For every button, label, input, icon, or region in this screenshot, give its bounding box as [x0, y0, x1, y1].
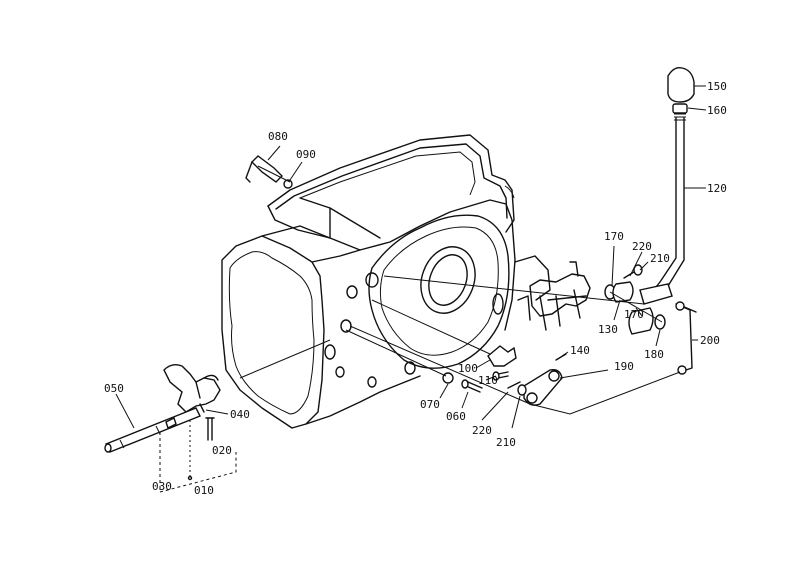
detent-pin-080	[251, 155, 283, 183]
label-090: 090	[296, 148, 316, 161]
label-170-upper: 170	[604, 230, 624, 243]
spring-pin-030	[165, 417, 177, 429]
bushing-170-lower	[628, 307, 654, 335]
label-120: 120	[707, 182, 727, 195]
leader-lines	[115, 85, 707, 429]
washer-070	[442, 372, 454, 384]
label-220-upper: 220	[632, 240, 652, 253]
label-030: 030	[152, 480, 172, 493]
clip-210-lower	[517, 384, 527, 396]
pin-220-lower	[507, 381, 521, 389]
shift-fork-assembly	[104, 363, 237, 493]
label-180: 180	[644, 348, 664, 361]
label-060: 060	[446, 410, 466, 423]
label-050: 050	[104, 382, 124, 395]
label-070: 070	[420, 398, 440, 411]
shift-knob	[667, 66, 695, 103]
label-130: 130	[598, 323, 618, 336]
label-190: 190	[614, 360, 634, 373]
label-040: 040	[230, 408, 250, 421]
shift-fork-010	[163, 363, 221, 413]
shift-lever-assembly	[604, 66, 697, 375]
detent-pin-assembly	[245, 155, 293, 189]
bolt-110	[497, 371, 509, 379]
fork-100	[487, 345, 517, 367]
label-110: 110	[478, 374, 498, 387]
pin-220-upper	[623, 271, 635, 279]
fork-shaft-050	[105, 407, 201, 453]
label-170-lower: 170	[624, 308, 644, 321]
assembly-lines	[239, 165, 681, 415]
transmission-housing	[221, 134, 551, 429]
lock-nut	[672, 103, 688, 114]
bolt-060	[465, 381, 483, 393]
label-210-upper: 210	[650, 252, 670, 265]
label-140: 140	[570, 344, 590, 357]
label-020: 020	[212, 444, 232, 457]
label-200: 200	[700, 334, 720, 347]
label-220-lower: 220	[472, 424, 492, 437]
shift-bracket	[529, 261, 591, 331]
label-210-lower: 210	[496, 436, 516, 449]
label-160: 160	[707, 104, 727, 117]
label-010: 010	[194, 484, 214, 497]
lower-linkage	[442, 345, 567, 406]
part-labels: 150 160 120 080 090 170 220 210 130 170 …	[104, 80, 727, 497]
shift-lever-rod	[651, 117, 677, 293]
label-080: 080	[268, 130, 288, 143]
label-100: 100	[458, 362, 478, 375]
pin-040	[199, 403, 205, 413]
connecting-rod-200	[675, 303, 693, 373]
washer-180	[654, 314, 666, 330]
clip-210-upper	[633, 264, 643, 276]
label-150: 150	[707, 80, 727, 93]
set-bolt-020	[207, 417, 213, 441]
